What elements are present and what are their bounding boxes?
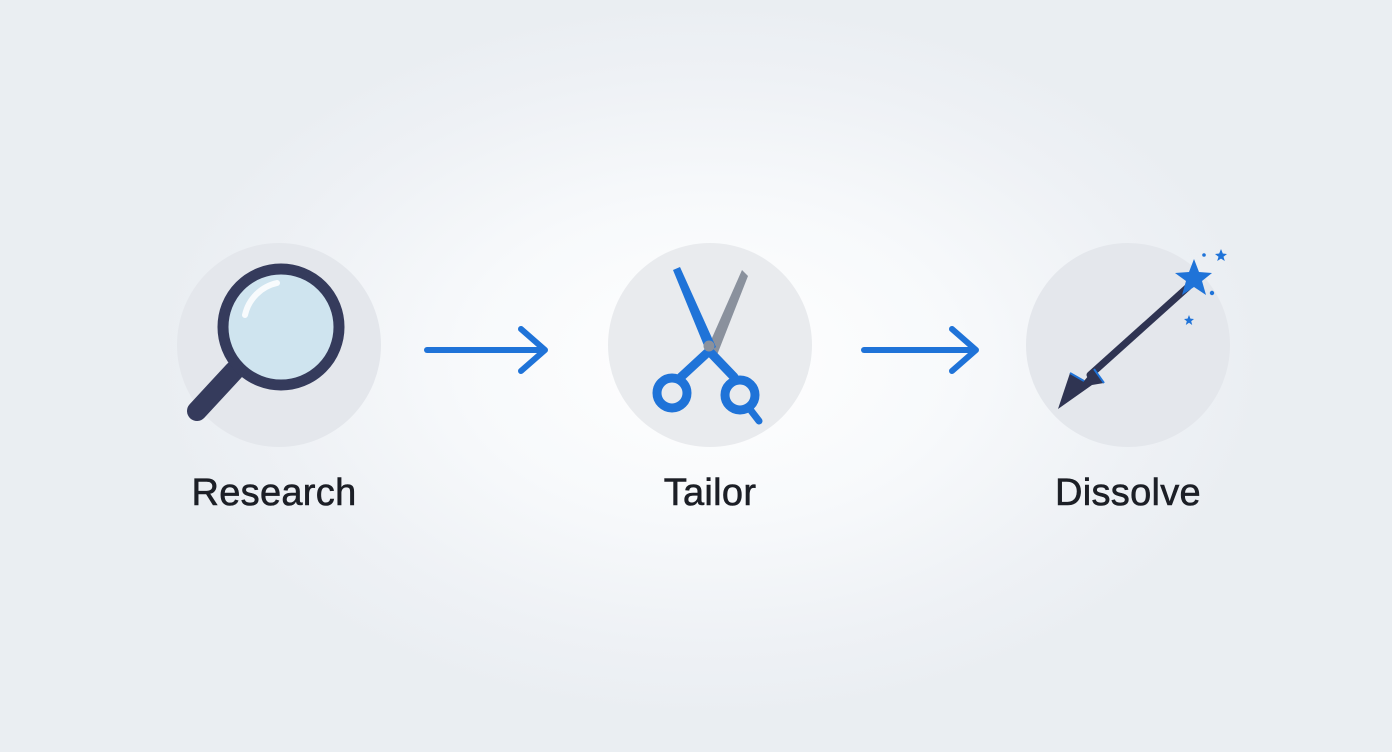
magic-wand-icon	[1058, 249, 1227, 409]
arrow-right-icon	[424, 326, 548, 374]
arrow-right-icon	[861, 326, 979, 374]
scissors-icon	[652, 267, 763, 425]
step-label-research: Research	[191, 472, 357, 515]
magnifying-glass-icon	[187, 263, 345, 421]
step-label-dissolve: Dissolve	[1055, 472, 1201, 515]
step-research	[177, 243, 381, 447]
step-tailor	[608, 243, 812, 447]
step-label-tailor: Tailor	[663, 472, 757, 515]
step-dissolve	[1026, 243, 1230, 447]
